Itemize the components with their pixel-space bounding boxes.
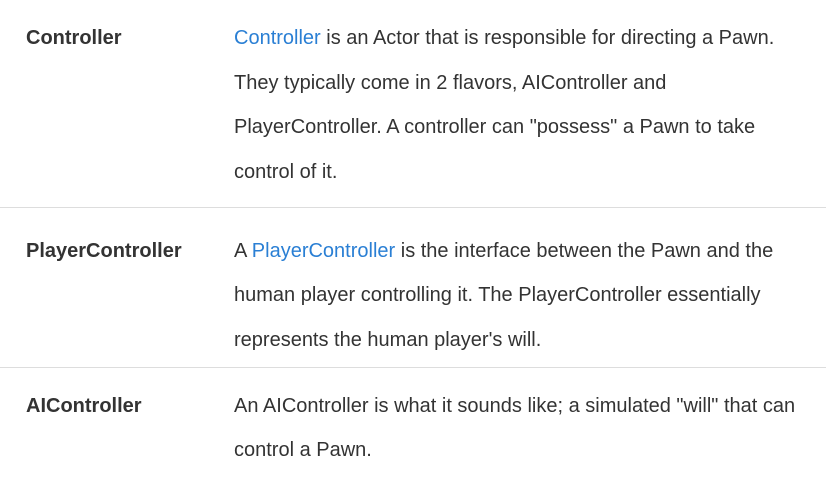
description-prefix: A — [234, 239, 252, 262]
description-cell: A PlayerController is the interface betw… — [234, 207, 826, 367]
controller-link[interactable]: Controller — [234, 27, 321, 49]
description-suffix: is an Actor that is responsible for dire… — [234, 27, 775, 183]
description-player-controller: A PlayerController is the interface betw… — [234, 229, 814, 363]
description-cell: An AIController is what it sounds like; … — [234, 367, 826, 479]
term-cell: Controller — [0, 0, 234, 207]
table-row: PlayerController A PlayerController is t… — [0, 207, 826, 367]
term-cell: AIController — [0, 367, 234, 479]
table-row: AIController An AIController is what it … — [0, 367, 826, 479]
description-suffix: is the interface between the Pawn and th… — [234, 239, 774, 351]
term-cell: PlayerController — [0, 207, 234, 367]
description-controller: Controller is an Actor that is responsib… — [234, 16, 814, 194]
table-row: Controller Controller is an Actor that i… — [0, 0, 826, 207]
term-player-controller: PlayerController — [26, 239, 182, 262]
term-controller: Controller — [26, 27, 122, 49]
term-ai-controller: AIController — [26, 394, 142, 417]
description-ai-controller: An AIController is what it sounds like; … — [234, 394, 796, 462]
player-controller-link[interactable]: PlayerController — [251, 239, 396, 262]
description-cell: Controller is an Actor that is responsib… — [234, 0, 826, 207]
